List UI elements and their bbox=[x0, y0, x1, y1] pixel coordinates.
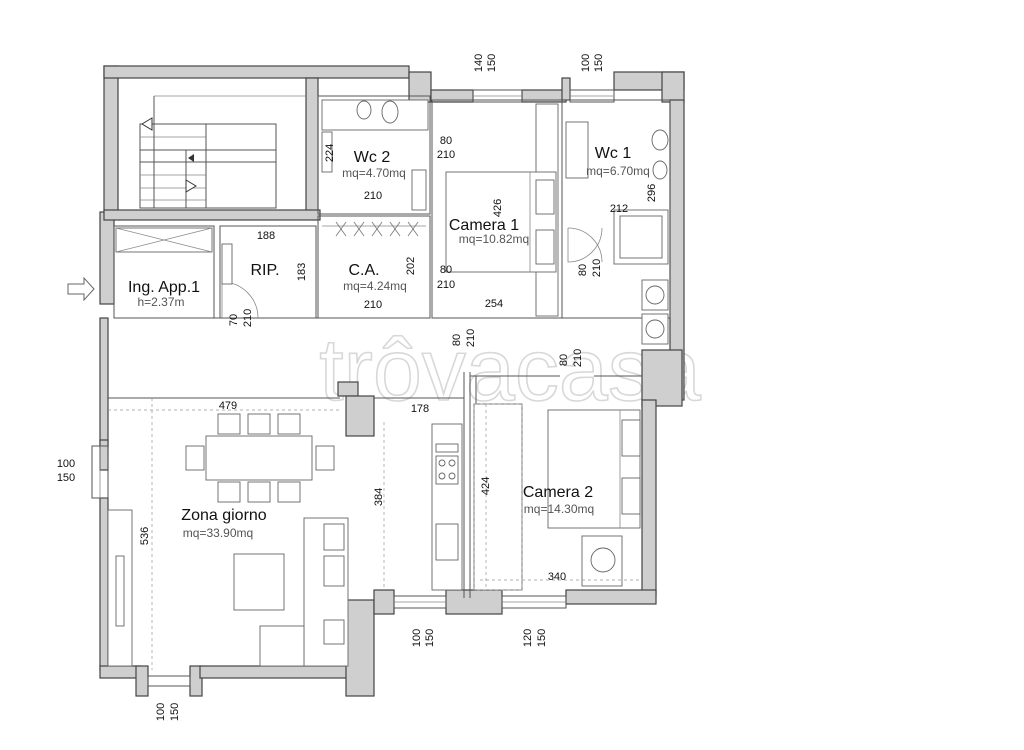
dim-label: 254 bbox=[485, 298, 503, 310]
dim-label: 210 bbox=[465, 329, 477, 347]
dim-label: 150 bbox=[536, 629, 548, 647]
dim-label: 479 bbox=[219, 400, 237, 412]
room-name-wc2: Wc 2 bbox=[354, 149, 391, 166]
dim-label: 536 bbox=[139, 527, 151, 545]
room-area-zona-giorno: mq=33.90mq bbox=[183, 526, 253, 540]
windows bbox=[91, 89, 615, 687]
dim-label: 210 bbox=[572, 349, 584, 367]
dim-label: 150 bbox=[424, 629, 436, 647]
room-name-camera2: Camera 2 bbox=[523, 484, 593, 501]
dim-label: 426 bbox=[492, 199, 504, 217]
room-labels: Wc 2 mq=4.70mq Wc 1 mq=6.70mq Camera 1 m… bbox=[128, 145, 650, 540]
dim-label: 384 bbox=[373, 488, 385, 506]
dim-label: 210 bbox=[437, 149, 455, 161]
room-area-ingresso: h=2.37m bbox=[137, 295, 184, 309]
room-area-camera2: mq=14.30mq bbox=[524, 502, 594, 516]
dim-label: 202 bbox=[405, 257, 417, 275]
dim-label: 340 bbox=[548, 571, 566, 583]
dim-label: 210 bbox=[437, 279, 455, 291]
room-name-wc1: Wc 1 bbox=[595, 145, 632, 162]
room-area-ca: mq=4.24mq bbox=[343, 279, 407, 293]
interior-walls bbox=[103, 95, 671, 598]
dim-label: 210 bbox=[364, 299, 382, 311]
dim-label: 210 bbox=[364, 190, 382, 202]
dim-label: 150 bbox=[169, 703, 181, 721]
room-name-zona-giorno: Zona giorno bbox=[181, 507, 266, 524]
entrance-arrow-icon bbox=[67, 276, 95, 302]
watermark: trôvacasa bbox=[319, 320, 701, 419]
dim-label: 150 bbox=[486, 54, 498, 72]
dim-label: 188 bbox=[257, 230, 275, 242]
stairs bbox=[139, 95, 306, 209]
dim-label: 80 bbox=[440, 264, 452, 276]
exterior-walls bbox=[99, 65, 685, 697]
stair-arrow-icon bbox=[185, 179, 197, 193]
dim-label: 80 bbox=[451, 334, 463, 346]
dimension-labels: 140 150 100 150 80 210 224 210 296 212 8… bbox=[57, 54, 658, 721]
dim-label: 224 bbox=[324, 144, 336, 162]
room-area-camera1: mq=10.82mq bbox=[459, 232, 529, 246]
room-name-rip: RIP. bbox=[250, 262, 279, 279]
room-name-ca: C.A. bbox=[348, 262, 379, 279]
room-area-wc1: mq=6.70mq bbox=[586, 164, 650, 178]
room-name-camera1: Camera 1 bbox=[449, 217, 519, 234]
stair-arrow-icon bbox=[141, 117, 153, 131]
dim-label: 150 bbox=[57, 472, 75, 484]
dim-label: 183 bbox=[296, 263, 308, 281]
dim-label: 296 bbox=[646, 184, 658, 202]
dim-label: 140 bbox=[473, 54, 485, 72]
dim-label: 424 bbox=[480, 477, 492, 495]
dim-label: 150 bbox=[593, 54, 605, 72]
dim-label: 80 bbox=[558, 354, 570, 366]
room-name-ingresso: Ing. App.1 bbox=[128, 279, 200, 296]
dim-label: 100 bbox=[57, 458, 75, 470]
dim-label: 70 bbox=[228, 314, 240, 326]
dim-label: 100 bbox=[580, 54, 592, 72]
dim-label: 80 bbox=[577, 264, 589, 276]
dim-label: 80 bbox=[440, 135, 452, 147]
dim-label: 100 bbox=[155, 703, 167, 721]
dim-label: 210 bbox=[591, 259, 603, 277]
dimension-lines bbox=[108, 398, 640, 670]
dim-label: 212 bbox=[610, 203, 628, 215]
dim-label: 120 bbox=[522, 629, 534, 647]
room-area-wc2: mq=4.70mq bbox=[342, 166, 406, 180]
furniture bbox=[107, 99, 669, 667]
dim-label: 178 bbox=[411, 403, 429, 415]
dim-label: 100 bbox=[411, 629, 423, 647]
dim-label: 210 bbox=[242, 309, 254, 327]
